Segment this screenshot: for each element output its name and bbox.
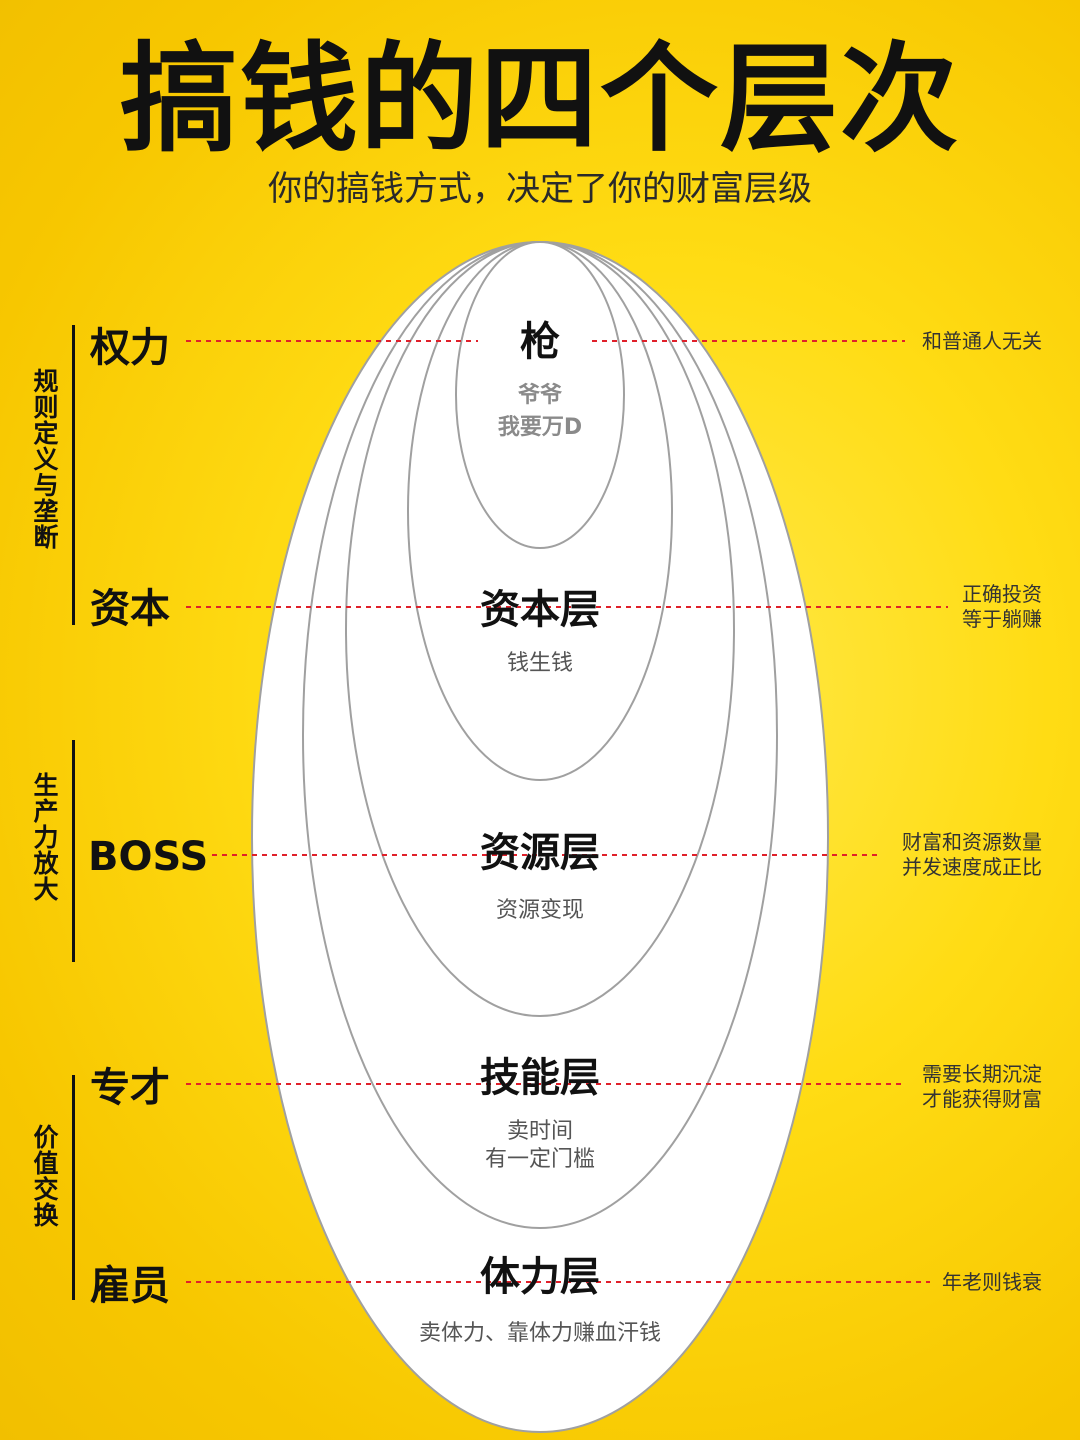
left-label-specialist: 专才 (90, 1065, 170, 1111)
right-note-skill: 需要长期沉淀 才能获得财富 (922, 1062, 1042, 1111)
group-bracket-1 (72, 325, 75, 625)
page-title: 搞钱的四个层次 (119, 30, 960, 168)
right-note-capital: 正确投资 等于躺赚 (962, 582, 1042, 631)
level-desc-physical: 卖体力、靠体力赚血汗钱 (418, 1321, 661, 1346)
right-note-power: 和普通人无关 (922, 329, 1042, 353)
level-name-resource: 资源层 (480, 830, 600, 876)
right-note-physical: 年老则钱衰 (942, 1270, 1042, 1294)
level-name-capital: 资本层 (480, 587, 600, 633)
left-label-boss: BOSS (88, 834, 209, 880)
level-desc-gun: 爷爷 我要万D (497, 383, 583, 440)
group-bracket-3 (72, 1075, 75, 1300)
group-label-value-exchange: 价值交换 (30, 1124, 59, 1228)
ellipse-level-power (455, 241, 625, 549)
left-label-capital: 资本 (90, 586, 170, 632)
page-subtitle: 你的搞钱方式，决定了你的财富层级 (268, 169, 812, 209)
group-label-rules: 规则定义与垄断 (30, 368, 59, 550)
level-desc-capital: 钱生钱 (506, 651, 573, 676)
left-label-employee: 雇员 (90, 1263, 170, 1309)
level-desc-resource: 资源变现 (495, 898, 584, 923)
group-bracket-2 (72, 740, 75, 962)
right-note-resource: 财富和资源数量 并发速度成正比 (902, 830, 1042, 879)
group-label-productivity: 生产力放大 (30, 772, 59, 902)
level-desc-skill: 卖时间 有一定门槛 (484, 1119, 595, 1172)
level-name-physical: 体力层 (480, 1254, 600, 1300)
level-name-skill: 技能层 (480, 1055, 600, 1101)
left-label-power: 权力 (90, 325, 170, 371)
level-name-gun: 枪 (520, 319, 560, 365)
